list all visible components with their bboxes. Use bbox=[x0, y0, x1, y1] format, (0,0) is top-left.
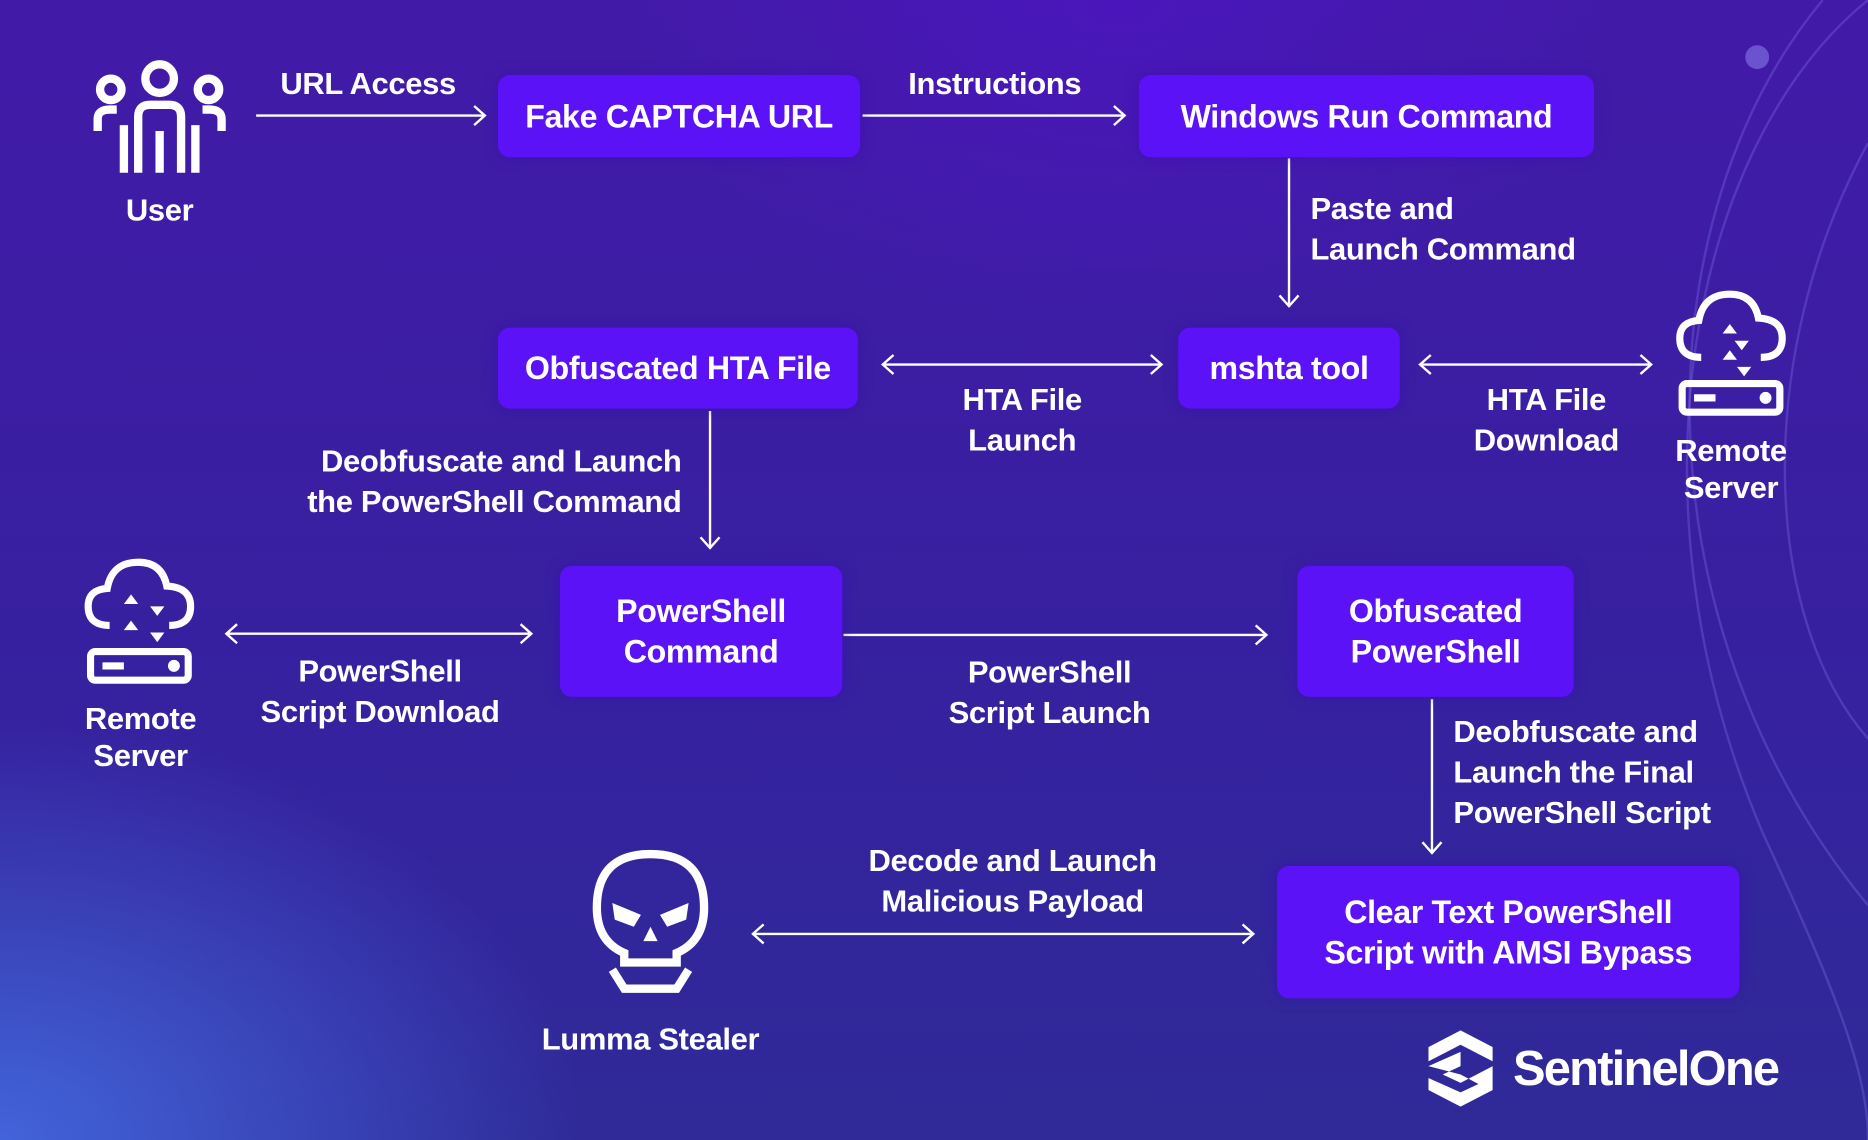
skull-icon bbox=[592, 849, 709, 993]
label-line: Deobfuscate and Launch bbox=[320, 443, 682, 479]
arrow-instructions bbox=[862, 105, 1127, 126]
label-line: HTA File bbox=[962, 381, 1083, 417]
edge-label-hta-launch: HTA File Launch bbox=[962, 379, 1083, 460]
node-obfuscated-hta-file: Obfuscated HTA File bbox=[497, 327, 858, 409]
edge-label-decode-launch: Decode and Launch Malicious Payload bbox=[868, 840, 1158, 921]
users-icon bbox=[93, 60, 226, 173]
label-line: Script Download bbox=[260, 693, 500, 730]
sentinelone-logo-icon bbox=[1428, 1030, 1493, 1107]
label-line: PowerShell bbox=[298, 652, 462, 689]
edge-label-deobfuscate-ps: Deobfuscate and Launch the PowerShell Co… bbox=[307, 441, 682, 522]
label-line: Launch bbox=[968, 421, 1077, 458]
node-clear-text-powershell: Clear Text PowerShell Script with AMSI B… bbox=[1277, 866, 1740, 999]
arrow-url-access bbox=[256, 105, 487, 126]
label-line: Script Launch bbox=[948, 694, 1151, 731]
label-line: the PowerShell Command bbox=[307, 483, 682, 520]
edge-label-hta-download: HTA File Download bbox=[1474, 379, 1619, 460]
label-line: Download bbox=[1473, 421, 1619, 458]
label-line: Server bbox=[1683, 469, 1779, 506]
label-line: Launch Command bbox=[1310, 231, 1576, 267]
label-line: Script with AMSI Bypass bbox=[1324, 934, 1693, 971]
node-powershell-command: PowerShell Command bbox=[559, 565, 843, 697]
user-label: User bbox=[125, 191, 194, 228]
label-line: Remote bbox=[84, 700, 197, 737]
label-line: PowerShell Script bbox=[1453, 794, 1711, 831]
cloud-server-icon bbox=[1676, 290, 1786, 416]
label-line: Remote bbox=[1675, 432, 1787, 469]
label-line: Command bbox=[623, 633, 779, 670]
edge-label-deobfuscate-final: Deobfuscate and Launch the Final PowerSh… bbox=[1453, 711, 1711, 833]
lumma-stealer-label: Lumma Stealer bbox=[541, 1020, 760, 1057]
label-line: HTA File bbox=[1486, 381, 1607, 417]
node-mshta-tool: mshta tool bbox=[1178, 327, 1400, 409]
arrow-hta-download bbox=[1418, 354, 1653, 375]
arrow-ps-download bbox=[224, 623, 534, 645]
edge-label-ps-launch: PowerShell Script Launch bbox=[949, 652, 1151, 733]
remote-server-right-label: Remote Server bbox=[1675, 432, 1787, 506]
edge-label-url-access: URL Access bbox=[280, 65, 456, 102]
label-line: PowerShell bbox=[1350, 633, 1521, 670]
label-line: Obfuscated bbox=[1348, 593, 1523, 629]
sentinelone-logo-text: SentinelOne bbox=[1512, 1041, 1780, 1096]
node-windows-run-command: Windows Run Command bbox=[1138, 75, 1594, 158]
label-line: PowerShell bbox=[616, 593, 787, 629]
cloud-server-icon bbox=[84, 558, 195, 684]
arrow-deobfuscate-final bbox=[1421, 699, 1443, 855]
arrow-hta-launch bbox=[880, 354, 1164, 375]
remote-server-left-label: Remote Server bbox=[84, 700, 197, 774]
label-line: PowerShell bbox=[967, 653, 1132, 690]
arrow-paste-launch bbox=[1278, 158, 1300, 308]
edge-label-paste-launch: Paste and Launch Command bbox=[1310, 188, 1576, 269]
arrow-deobfuscate-ps bbox=[699, 410, 721, 550]
arrow-decode-launch bbox=[751, 923, 1256, 945]
label-line: Malicious Payload bbox=[881, 882, 1144, 919]
arrow-ps-launch bbox=[843, 624, 1269, 646]
label-line: Deobfuscate and bbox=[1453, 713, 1698, 750]
edge-label-ps-download: PowerShell Script Download bbox=[261, 650, 500, 731]
label-line: Paste and bbox=[1310, 190, 1454, 227]
label-line: Launch the Final bbox=[1453, 754, 1694, 790]
node-fake-captcha-url: Fake CAPTCHA URL bbox=[497, 75, 861, 158]
edge-label-instructions: Instructions bbox=[908, 65, 1082, 102]
node-obfuscated-powershell: Obfuscated PowerShell bbox=[1297, 565, 1574, 697]
label-line: Server bbox=[93, 737, 188, 774]
label-line: Clear Text PowerShell bbox=[1344, 894, 1673, 930]
label-line: Decode and Launch bbox=[868, 842, 1158, 878]
